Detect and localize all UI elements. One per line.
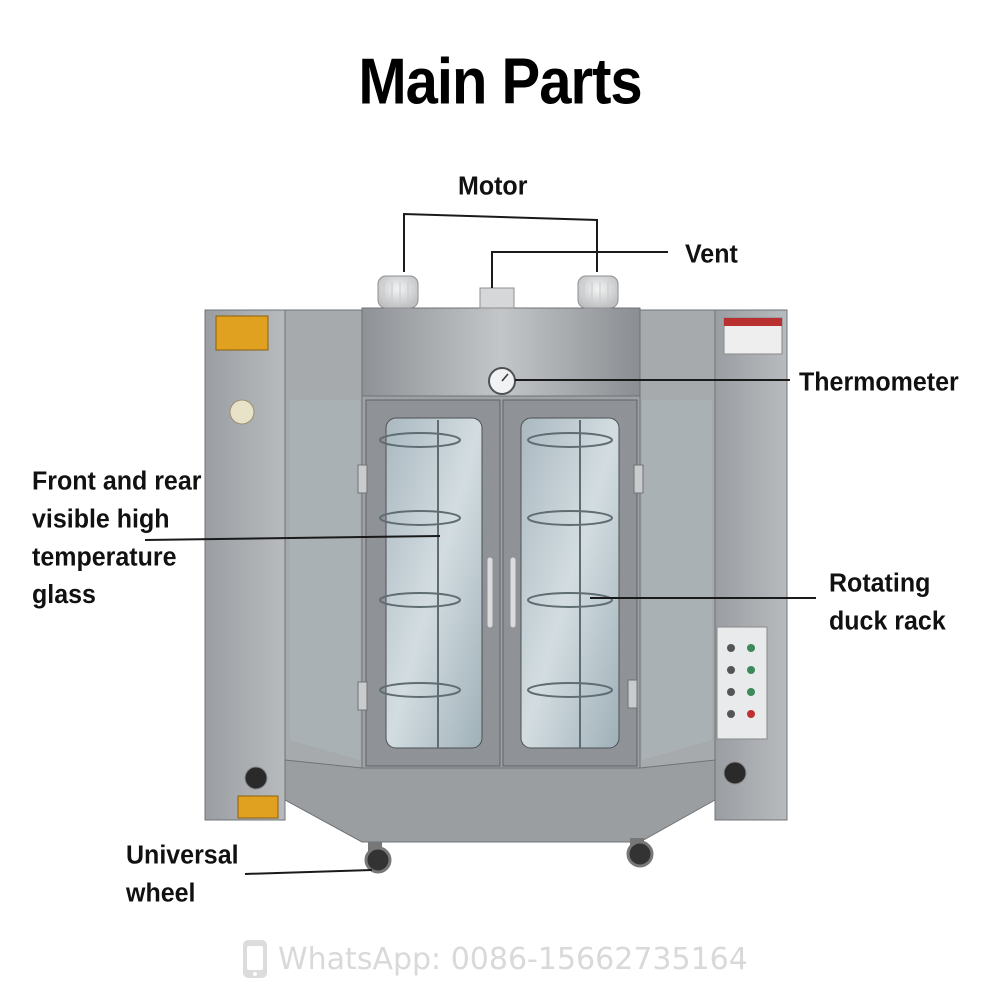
control-button bbox=[727, 644, 735, 652]
motors bbox=[377, 275, 619, 309]
rotating-duck-rack bbox=[379, 420, 613, 748]
vent-leader-line bbox=[491, 251, 668, 288]
wheel-leader-line bbox=[244, 869, 373, 875]
control-button bbox=[727, 710, 735, 718]
warning-sticker bbox=[237, 795, 279, 819]
motor-leader-line bbox=[403, 212, 598, 272]
vent bbox=[479, 287, 515, 309]
hinge bbox=[357, 681, 368, 711]
motor-label: Motor bbox=[458, 171, 528, 201]
watermark-text: WhatsApp: 0086-15662735164 bbox=[278, 941, 748, 977]
right-side-glass bbox=[642, 400, 712, 760]
bottom-base bbox=[284, 759, 716, 843]
control-panel bbox=[716, 626, 768, 740]
wheel-label: Universal wheel bbox=[126, 840, 239, 908]
glass-leader-line bbox=[144, 535, 441, 541]
ignition-knob bbox=[723, 761, 747, 785]
page-title: Main Parts bbox=[358, 45, 642, 118]
wheel bbox=[364, 846, 392, 874]
gas-inlet-icon bbox=[229, 399, 255, 425]
control-button bbox=[747, 688, 755, 696]
nameplate-header bbox=[724, 318, 782, 326]
rack-label: Rotating duck rack bbox=[829, 568, 946, 636]
left-pillar bbox=[204, 309, 286, 821]
hinge bbox=[633, 464, 644, 494]
watermark: WhatsApp: 0086-15662735164 bbox=[240, 938, 748, 980]
right-pillar bbox=[714, 309, 788, 821]
vent-label: Vent bbox=[685, 239, 738, 269]
control-button bbox=[727, 688, 735, 696]
warning-sticker bbox=[215, 315, 269, 351]
universal-wheels bbox=[364, 838, 654, 874]
left-door-glass bbox=[385, 417, 483, 749]
left-side-glass bbox=[290, 400, 360, 760]
thermometer-label: Thermometer bbox=[799, 367, 959, 397]
ignition-knob bbox=[244, 766, 268, 790]
control-button bbox=[747, 666, 755, 674]
hinge bbox=[357, 464, 368, 494]
glass-label: Front and rear visible high temperature … bbox=[32, 466, 202, 610]
hinge bbox=[627, 679, 638, 709]
control-button bbox=[747, 644, 755, 652]
wheel bbox=[626, 840, 654, 868]
leader-lines bbox=[144, 212, 816, 875]
whatsapp-phone-icon bbox=[243, 940, 267, 978]
control-button bbox=[747, 710, 755, 718]
control-button bbox=[727, 666, 735, 674]
doors bbox=[357, 399, 644, 767]
right-door-glass bbox=[520, 417, 620, 749]
